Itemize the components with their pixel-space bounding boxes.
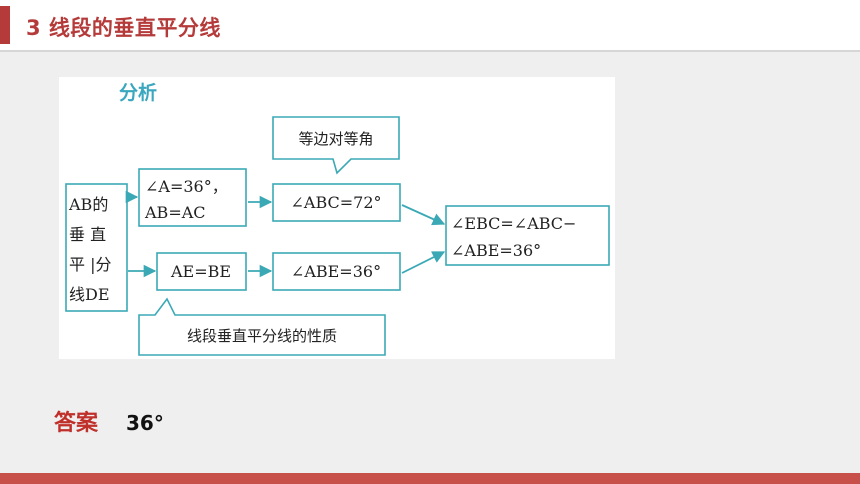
box-conclusion-line-2: ∠ABE=36° — [451, 241, 541, 260]
start-line-4: 线DE — [69, 285, 110, 304]
slide-title: 3 线段的垂直平分线 — [26, 16, 221, 40]
start-line-3: 平 |分 — [69, 255, 111, 274]
arrow-abc-to-conclusion — [401, 204, 446, 226]
box-angle-a-line-2: AB=AC — [144, 203, 206, 222]
callout-top-text: 等边对等角 — [298, 130, 373, 148]
flow-chart: 分析 等边对等角 AB的 垂 直 平 |分 线DE ∠A=36°， AB=AC … — [65, 81, 610, 356]
answer-value: 36° — [126, 411, 164, 435]
box-ae-be — [156, 252, 247, 291]
box-angle-a — [138, 168, 247, 227]
box-angle-abc-text: ∠ABC=72° — [290, 193, 381, 212]
box-angle-abe-text: ∠ABE=36° — [291, 262, 381, 281]
box-conclusion — [445, 205, 610, 266]
callout-bottom-shape — [138, 297, 386, 356]
answer-label: 答案 — [54, 411, 99, 436]
analysis-diagram: 分析 等边对等角 AB的 垂 直 平 |分 线DE ∠A=36°， AB=AC … — [59, 77, 615, 359]
callout-top-shape — [272, 116, 400, 175]
callout-bottom-text: 线段垂直平分线的性质 — [187, 327, 337, 345]
start-box — [65, 183, 128, 312]
diagram-heading: 分析 — [119, 81, 157, 104]
start-line-2: 垂 直 — [69, 225, 106, 244]
box-angle-a-line-1: ∠A=36°， — [145, 177, 228, 196]
slide-header: 3 线段的垂直平分线 — [0, 0, 860, 52]
header-accent-bar — [0, 6, 10, 44]
box-angle-abc — [272, 183, 401, 222]
footer-bar — [0, 473, 860, 484]
arrow-abe-to-conclusion — [401, 251, 446, 274]
box-angle-abe — [272, 252, 401, 291]
box-ae-be-text: AE=BE — [170, 262, 231, 281]
box-conclusion-line-1: ∠EBC=∠ABC− — [451, 214, 576, 233]
answer-row: 答案 36° — [54, 405, 164, 437]
start-line-1: AB的 — [68, 195, 108, 214]
